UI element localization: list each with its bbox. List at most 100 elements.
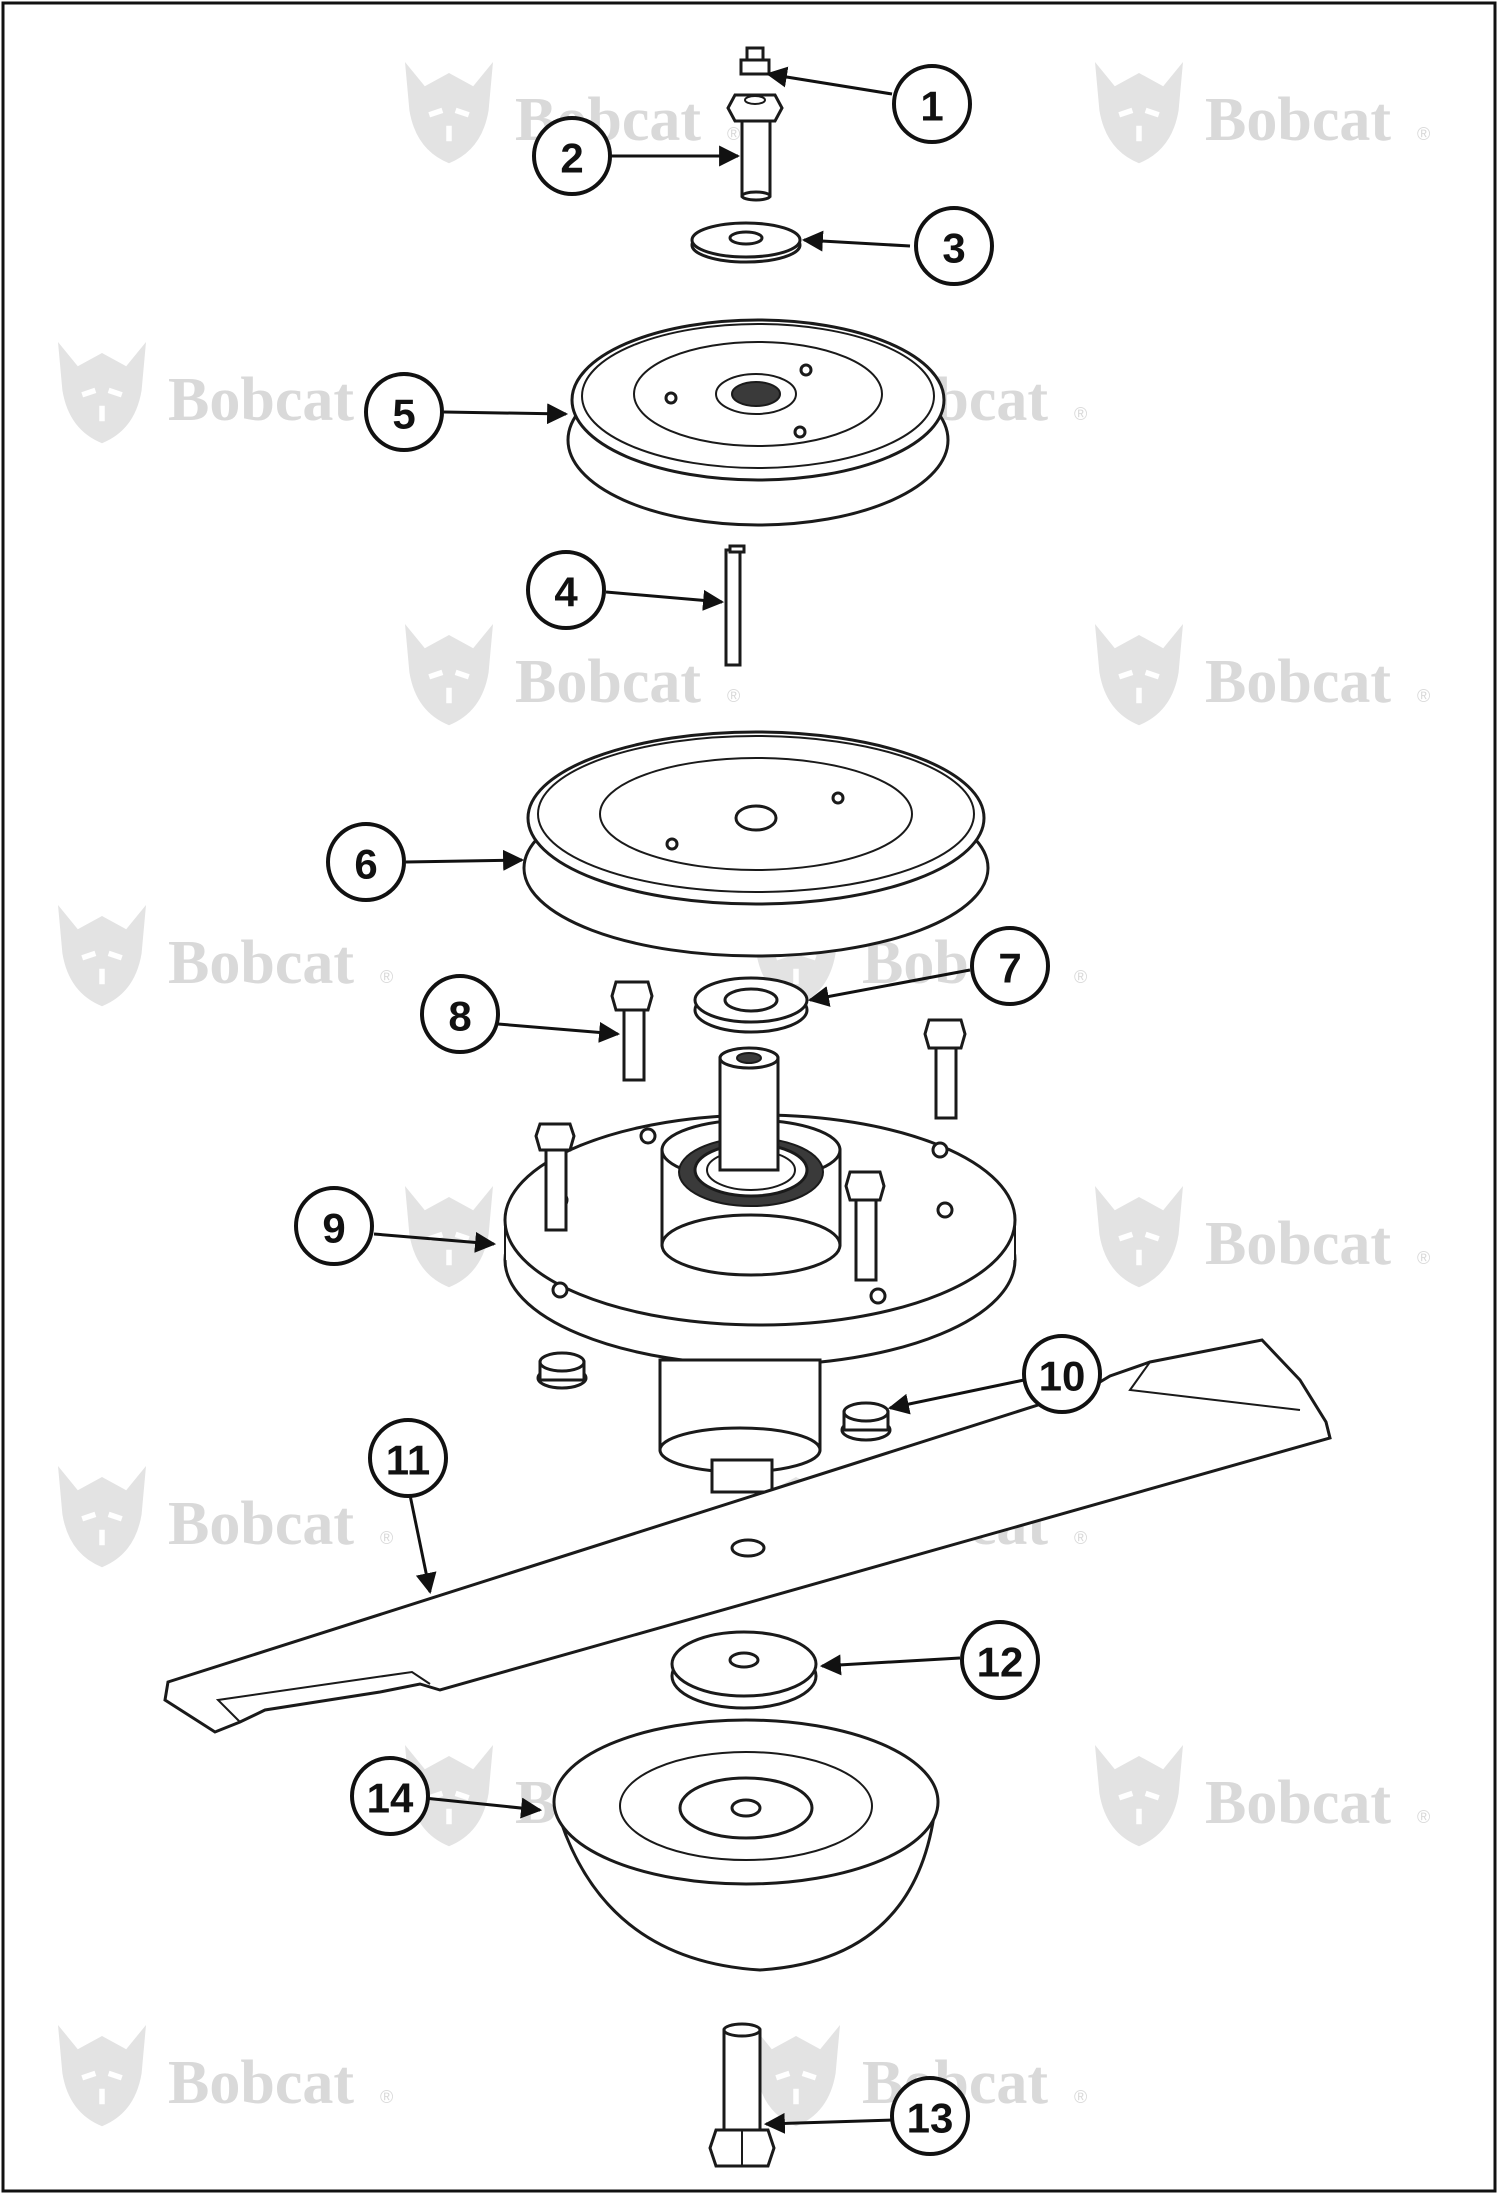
bobcat-logo-icon [58, 342, 146, 443]
watermark-registered-mark: ® [1074, 967, 1087, 987]
part-9-spindle-housing [503, 1046, 1017, 1494]
part-8-bolt-left [610, 980, 654, 1082]
callout-number: 2 [560, 135, 583, 182]
callout-circle [890, 2076, 970, 2156]
part-7-spacer-washer [693, 976, 809, 1034]
watermark-registered-mark: ® [1417, 124, 1430, 144]
bobcat-logo-icon [58, 1466, 146, 1567]
watermark: Bobcat ® [1095, 1186, 1430, 1287]
watermark-registered-mark: ® [1074, 404, 1087, 424]
bobcat-logo-icon [1095, 62, 1183, 163]
watermark: Bobcat® [58, 342, 393, 443]
callout-7: 7 [970, 926, 1050, 1006]
watermark-text: Bobcat [168, 1490, 354, 1558]
part-4-key [724, 544, 746, 667]
callout-circle [420, 974, 500, 1054]
watermark-registered-mark: ® [1074, 2087, 1087, 2107]
watermark: Bobcat ® [58, 1466, 393, 1567]
watermark: Bobcat ® [1095, 624, 1430, 725]
part-14-blade-cup [552, 1718, 940, 1972]
watermark-registered-mark: ® [1417, 686, 1430, 706]
callout-circle [368, 1418, 448, 1498]
watermark-registered-mark: ® [1074, 1528, 1087, 1548]
callout-number: 5 [392, 391, 415, 438]
callout-circle [326, 822, 406, 902]
callout-circle [526, 550, 606, 630]
callout-number: 3 [942, 225, 965, 272]
callout-9: 9 [294, 1186, 374, 1266]
callout-circle [294, 1186, 374, 1266]
part-1-grease-fitting [739, 46, 771, 76]
callout-circle [960, 1620, 1040, 1700]
part-10-flange-nut-right [840, 1401, 892, 1442]
part-8-bolt-right [923, 1018, 967, 1120]
callout-circle [350, 1756, 430, 1836]
watermark: Bobcat ® [58, 905, 393, 1006]
watermark-registered-mark: ® [380, 2087, 393, 2107]
bobcat-logo-icon [1095, 1186, 1183, 1287]
callout-number: 10 [1039, 1353, 1086, 1400]
callout-number: 13 [907, 2095, 954, 2142]
callout-12: 12 [960, 1620, 1040, 1700]
callout-number: 4 [554, 569, 578, 616]
callout-number: 14 [367, 1775, 414, 1822]
callout-10: 10 [1022, 1334, 1102, 1414]
callout-8: 8 [420, 974, 500, 1054]
callout-13: 13 [890, 2076, 970, 2156]
part-6-lower-pulley [522, 730, 990, 958]
watermark-registered-mark: ® [727, 686, 740, 706]
bobcat-logo-icon [405, 62, 493, 163]
watermark-text: Bobcat [168, 366, 354, 434]
callout-circle [1022, 1334, 1102, 1414]
watermark-text: Bobcat [168, 2049, 354, 2117]
bobcat-logo-icon [1095, 624, 1183, 725]
watermark-text: Bobcat [1205, 1210, 1391, 1278]
callout-number: 6 [354, 841, 377, 888]
callout-4: 4 [526, 550, 606, 630]
callout-11: 11 [368, 1418, 448, 1498]
watermark: Bobcat ® [1095, 62, 1430, 163]
callout-circle [914, 206, 994, 286]
bobcat-logo-icon [1095, 1745, 1183, 1846]
watermark-registered-mark: ® [1417, 1807, 1430, 1827]
callout-5: 5 [364, 372, 444, 452]
callout-number: 8 [448, 993, 471, 1040]
watermark: Bobcat ® [58, 2025, 393, 2126]
watermark-text: Bobcat [1205, 86, 1391, 154]
callout-1: 1 [892, 64, 972, 144]
watermark-registered-mark: ® [1417, 1248, 1430, 1268]
part-3-washer [690, 221, 802, 264]
callout-14: 14 [350, 1756, 430, 1836]
callout-2: 2 [532, 116, 612, 196]
callout-number: 7 [998, 945, 1021, 992]
callout-circle [364, 372, 444, 452]
callout-number: 1 [920, 83, 943, 130]
watermark-text: Bobcat [1205, 648, 1391, 716]
part-10-flange-nut-left [536, 1351, 588, 1390]
watermark-text: Bobcat [168, 929, 354, 997]
watermark-registered-mark: ® [727, 124, 740, 144]
callout-circle [532, 116, 612, 196]
watermark-registered-mark: ® [380, 967, 393, 987]
leader-lines [373, 66, 1025, 2134]
part-12-blade-washer [670, 1630, 818, 1710]
watermark: Bobcat ® [405, 624, 740, 725]
bobcat-logo-icon [752, 2025, 840, 2126]
part-5-upper-pulley [566, 318, 950, 527]
callout-number: 12 [977, 1639, 1024, 1686]
watermark-registered-mark: ® [380, 1528, 393, 1548]
bobcat-logo-icon [58, 2025, 146, 2126]
callout-number: 9 [322, 1205, 345, 1252]
part-2-hex-spacer [726, 93, 784, 202]
watermark-text: Bobcat [515, 648, 701, 716]
watermark: Bobcat® [1095, 1745, 1430, 1846]
callout-circle [892, 64, 972, 144]
callout-circle [970, 926, 1050, 1006]
callout-3: 3 [914, 206, 994, 286]
callout-number: 11 [386, 1437, 430, 1484]
bobcat-logo-icon [58, 905, 146, 1006]
